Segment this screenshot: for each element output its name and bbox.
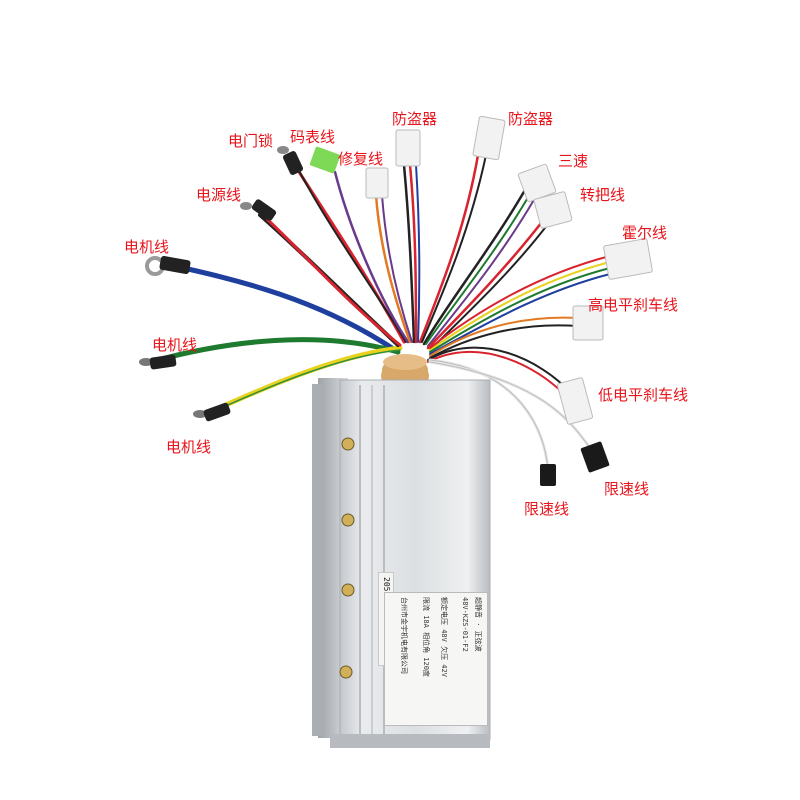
- label-speed-limit-2: 限速线: [604, 480, 650, 498]
- label-motor-3: 电机线: [166, 438, 212, 456]
- label-throttle: 转把线: [580, 186, 626, 204]
- label-speedometer: 码表线: [290, 128, 336, 146]
- wire-bundle: [147, 153, 611, 472]
- plate-line-3: 额定电压 48V 欠压 42V: [440, 597, 448, 677]
- label-power: 电源线: [196, 186, 242, 204]
- connectors: [139, 115, 653, 486]
- label-anti-theft-2: 防盗器: [508, 110, 554, 128]
- plate-line-5: 台州市金宇机电有限公司: [400, 597, 408, 674]
- label-anti-theft-1: 防盗器: [392, 110, 438, 128]
- label-motor-1: 电机线: [124, 238, 170, 256]
- label-speed-limit-1: 限速线: [524, 500, 570, 518]
- nameplate: 超静音 · 正弦波 48V-KZS-01-F2 额定电压 48V 欠压 42V …: [384, 592, 488, 726]
- label-hall: 霍尔线: [622, 224, 668, 242]
- label-motor-2: 电机线: [152, 336, 198, 354]
- label-high-brake: 高电平刹车线: [588, 296, 679, 314]
- plate-line-4: 限流 18A 相位角 120度: [422, 597, 430, 677]
- label-three-speed: 三速: [558, 152, 589, 170]
- plate-line-1: 超静音 · 正弦波: [474, 597, 482, 652]
- label-door-lock: 电门锁: [228, 132, 274, 150]
- label-low-brake: 低电平刹车线: [598, 386, 689, 404]
- label-repair: 修复线: [338, 150, 384, 168]
- plate-line-2: 48V-KZS-01-F2: [461, 597, 469, 652]
